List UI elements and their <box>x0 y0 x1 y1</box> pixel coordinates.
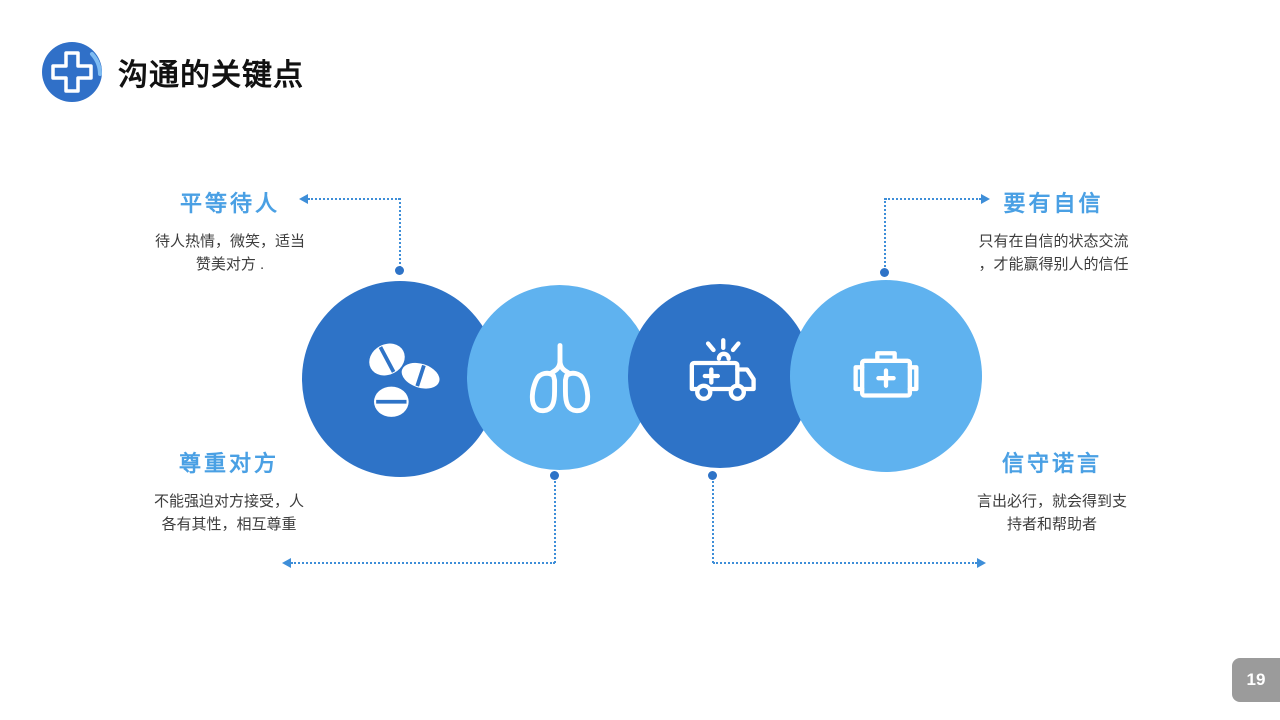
callout-top-left: 平等待人 待人热情，微笑，适当 赞美对方 . <box>122 186 338 276</box>
callout-top-right: 要有自信 只有在自信的状态交流 ，才能赢得别人的信任 <box>946 186 1161 276</box>
connector-arrow <box>981 194 990 204</box>
connector-line <box>885 198 981 200</box>
connector-line <box>713 562 977 564</box>
callout-heading: 信守诺言 <box>1001 451 1102 476</box>
connector-line <box>884 198 886 274</box>
connector-line <box>712 476 714 563</box>
circle-ambulance <box>628 284 812 468</box>
connector-dot <box>550 471 559 480</box>
connector-dot <box>395 266 404 275</box>
slide-header: 沟通的关键点 <box>40 40 304 104</box>
connector-arrow <box>977 558 986 568</box>
page-number-badge: 19 <box>1232 658 1280 702</box>
callout-body: 言出必行，就会得到支 持者和帮助者 <box>976 493 1127 533</box>
callout-body: 不能强迫对方接受，人 各有其性，相互尊重 <box>153 493 304 533</box>
connector-dot <box>880 268 889 277</box>
connector-line <box>554 476 556 563</box>
ambulance-icon <box>689 338 756 401</box>
connector-arrow <box>282 558 291 568</box>
connector-line <box>291 562 555 564</box>
callout-bottom-right: 信守诺言 言出必行，就会得到支 持者和帮助者 <box>944 446 1160 536</box>
first-aid-kit-icon <box>853 351 919 398</box>
connector-arrow <box>299 194 308 204</box>
connector-line <box>399 198 401 272</box>
callout-bottom-left: 尊重对方 不能强迫对方接受，人 各有其性，相互尊重 <box>121 446 337 536</box>
callout-heading: 尊重对方 <box>178 451 279 476</box>
circle-first-aid-kit <box>790 280 982 472</box>
medical-cross-icon <box>40 40 104 104</box>
callout-body: 只有在自信的状态交流 ，才能赢得别人的信任 <box>978 233 1129 273</box>
slide-title: 沟通的关键点 <box>118 59 304 92</box>
callout-body: 待人热情，微笑，适当 赞美对方 . <box>154 233 305 273</box>
connector-dot <box>708 471 717 480</box>
lungs-icon <box>529 342 590 413</box>
page-number: 19 <box>1246 670 1266 689</box>
callout-heading: 平等待人 <box>179 191 280 216</box>
callout-heading: 要有自信 <box>1003 191 1104 216</box>
circle-medicine <box>302 281 498 477</box>
circle-lungs <box>467 285 652 470</box>
connector-line <box>308 198 400 200</box>
pills-icon <box>369 343 440 417</box>
